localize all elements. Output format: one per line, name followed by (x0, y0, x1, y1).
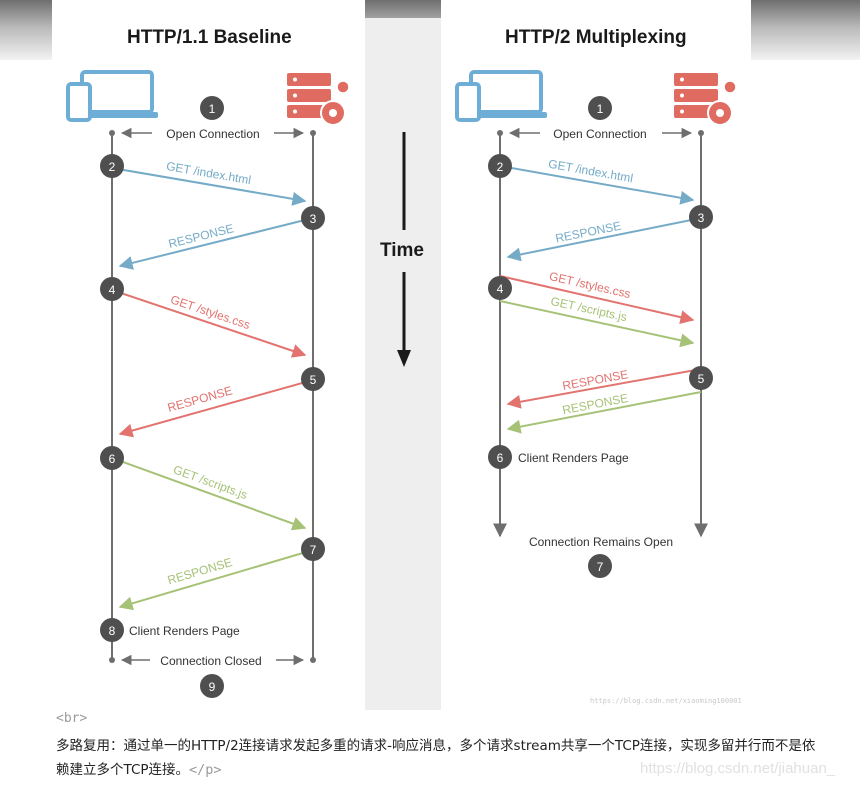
svg-text:5: 5 (698, 372, 705, 386)
left-title: HTTP/1.1 Baseline (127, 27, 292, 48)
svg-text:1: 1 (597, 102, 604, 116)
step-badge: 7 (588, 554, 612, 578)
open-connection-label: Open Connection (553, 127, 646, 141)
svg-text:1: 1 (209, 102, 216, 116)
server-icon (674, 73, 737, 126)
svg-text:6: 6 (109, 452, 116, 466)
description-body: 多路复用：通过单一的HTTP/2连接请求发起多重的请求-响应消息，多个请求str… (56, 738, 816, 778)
client-renders-label: Client Renders Page (129, 624, 240, 638)
message-arrow (111, 457, 307, 531)
svg-text:7: 7 (310, 543, 317, 557)
step-badge: 6 (488, 445, 512, 469)
message-label: GET /styles.css (169, 292, 252, 332)
time-arrow (397, 132, 411, 367)
message-label: GET /scripts.js (171, 462, 249, 502)
connection-closed-label: Connection Closed (160, 654, 261, 668)
message-label: RESPONSE (166, 383, 234, 414)
svg-text:2: 2 (497, 160, 504, 174)
message-arrow (506, 391, 702, 434)
client-device-icon (455, 70, 547, 122)
svg-text:4: 4 (109, 283, 116, 297)
message-arrow (499, 275, 695, 325)
message-arrow (118, 217, 314, 270)
message-arrow (111, 289, 307, 358)
left-sequence: Open Connection Connection Closed GET /i… (100, 96, 325, 698)
footer (0, 710, 860, 788)
message-arrow (118, 379, 314, 438)
close-tag-text: </p> (189, 762, 222, 778)
description-text: 多路复用：通过单一的HTTP/2连接请求发起多重的请求-响应消息，多个请求str… (56, 734, 816, 782)
sequence-diagram: Open Connection Connection Closed GET /i… (66, 70, 737, 698)
svg-text:5: 5 (310, 373, 317, 387)
client-renders-label: Client Renders Page (518, 451, 629, 465)
step-badge: 5 (689, 366, 713, 390)
step-badge: 3 (301, 206, 325, 230)
step-badge: 5 (301, 367, 325, 391)
step-badge: 2 (488, 154, 512, 178)
svg-text:3: 3 (310, 212, 317, 226)
step-badge: 2 (100, 154, 124, 178)
open-connection-label: Open Connection (166, 127, 259, 141)
message-arrow (506, 217, 702, 262)
connection-remains-label: Connection Remains Open (529, 535, 673, 549)
server-icon (287, 73, 350, 126)
svg-text:4: 4 (497, 282, 504, 296)
message-label: GET /index.html (165, 159, 252, 187)
svg-text:7: 7 (597, 560, 604, 574)
step-badge: 6 (100, 446, 124, 470)
svg-text:9: 9 (209, 680, 216, 694)
message-arrow (506, 368, 702, 409)
br-tag-text: <br> (56, 711, 88, 726)
message-arrow (111, 167, 307, 206)
right-sequence: Open Connection GET /index.html RESPONSE… (488, 96, 713, 578)
svg-text:8: 8 (109, 624, 116, 638)
step-badge: 3 (689, 205, 713, 229)
right-title: HTTP/2 Multiplexing (505, 27, 687, 48)
watermark-small: https://blog.csdn.net/xiaoming100001 (590, 697, 742, 705)
step-badge: 4 (488, 276, 512, 300)
client-device-icon (66, 70, 158, 122)
step-badge: 8 (100, 618, 124, 642)
message-arrow (499, 165, 695, 205)
svg-text:3: 3 (698, 211, 705, 225)
step-badge: 1 (588, 96, 612, 120)
message-arrow (118, 549, 314, 611)
watermark: https://blog.csdn.net/jiahuan_ (640, 760, 836, 777)
step-badge: 7 (301, 537, 325, 561)
step-badge: 9 (200, 674, 224, 698)
step-badge: 4 (100, 277, 124, 301)
message-arrow (499, 300, 695, 348)
svg-text:2: 2 (109, 160, 116, 174)
time-label: Time (380, 240, 425, 261)
svg-text:6: 6 (497, 451, 504, 465)
step-badge: 1 (200, 96, 224, 120)
